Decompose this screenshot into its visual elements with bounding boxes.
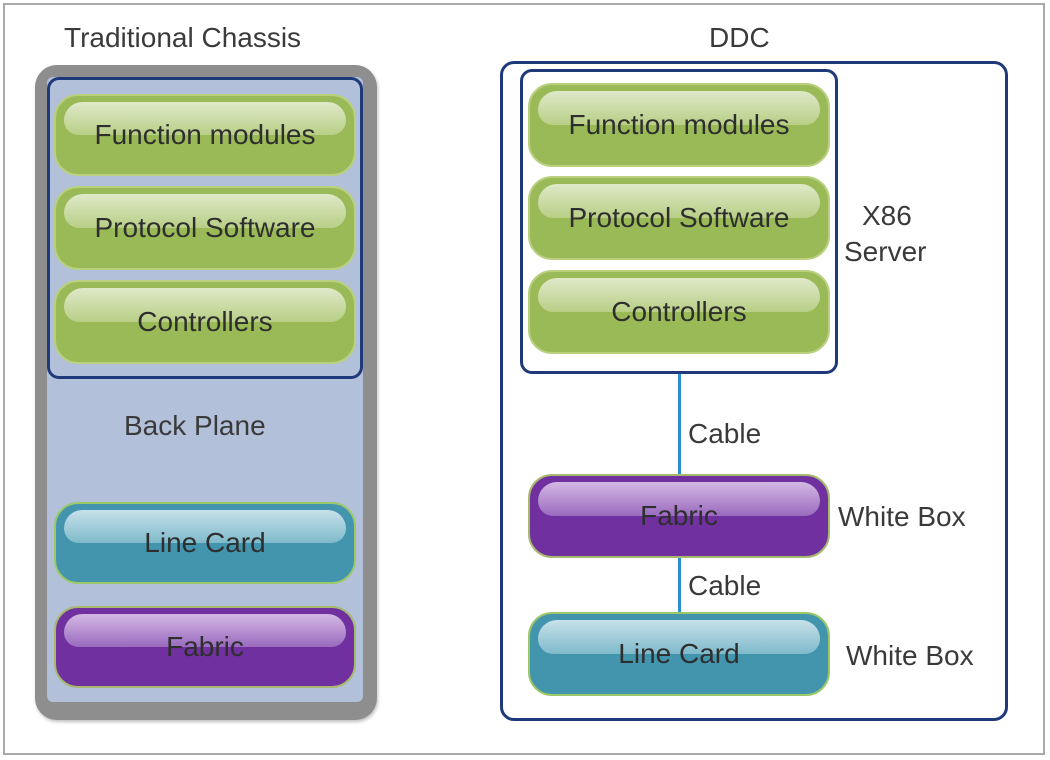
ddc-fabric-block: Fabric — [528, 474, 830, 558]
cable-label-1: Cable — [688, 418, 762, 449]
protocol-software-label: Protocol Software — [94, 212, 316, 243]
ddc-protocol-software-label: Protocol Software — [568, 202, 790, 233]
control-plane-group — [47, 77, 363, 379]
controllers-block: Controllers — [54, 280, 356, 364]
x86-label: X86 — [862, 200, 912, 231]
fabric-label: Fabric — [166, 631, 244, 662]
fabric-block: Fabric — [54, 606, 356, 688]
ddc-title: DDC — [709, 22, 770, 53]
line-card-block: Line Card — [54, 502, 356, 584]
ddc-controllers-label: Controllers — [611, 296, 747, 327]
ddc-controllers-block: Controllers — [528, 270, 830, 354]
back-plane — [47, 77, 363, 702]
traditional-chassis-title: Traditional Chassis — [64, 22, 302, 53]
ddc-line-card-label: Line Card — [618, 638, 740, 669]
ddc-line-card-block: Line Card — [528, 612, 830, 696]
protocol-software-block: Protocol Software — [54, 186, 356, 270]
controllers-label: Controllers — [137, 306, 273, 337]
ddc-function-modules-block: Function modules — [528, 83, 830, 167]
line-card-label: Line Card — [144, 527, 266, 558]
cable-server-to-fabric — [678, 372, 681, 478]
fabric-white-box-label: White Box — [838, 501, 966, 532]
back-plane-label: Back Plane — [124, 410, 266, 441]
ddc-protocol-software-block: Protocol Software — [528, 176, 830, 260]
cable-label-2: Cable — [688, 570, 762, 601]
server-label: Server — [844, 236, 927, 267]
function-modules-label: Function modules — [94, 119, 316, 150]
ddc-function-modules-label: Function modules — [568, 109, 790, 140]
function-modules-block: Function modules — [54, 94, 356, 176]
ddc-fabric-label: Fabric — [640, 500, 718, 531]
cable-fabric-to-line-card — [678, 556, 681, 614]
line-card-white-box-label: White Box — [846, 640, 974, 671]
